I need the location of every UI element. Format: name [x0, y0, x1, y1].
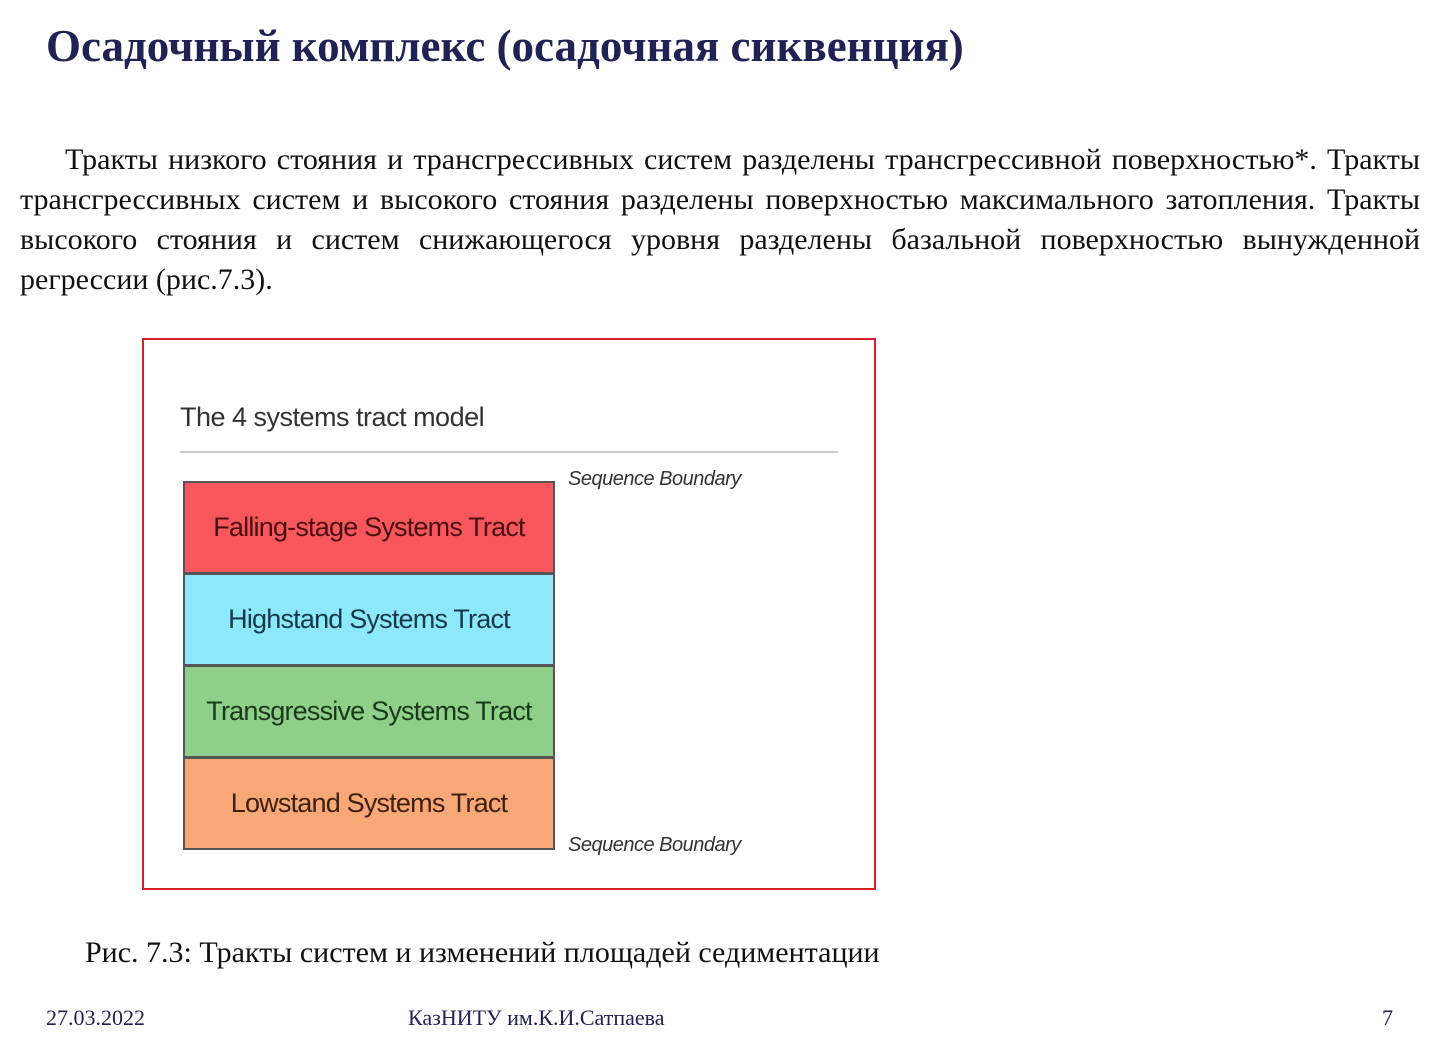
figure-systems-tract-model: The 4 systems tract model Sequence Bound… — [142, 338, 876, 890]
footer-organization: КазНИТУ им.К.И.Сатпаева — [408, 1005, 665, 1030]
slide-title: Осадочный комплекс (осадочная сиквенция) — [46, 21, 964, 71]
tract-stack: Falling-stage Systems Tract Highstand Sy… — [183, 481, 555, 850]
figure-caption: Рис. 7.3: Тракты систем и изменений площ… — [85, 936, 880, 969]
figure-title: The 4 systems tract model — [180, 402, 485, 432]
figure-divider — [180, 451, 838, 453]
tract-highstand: Highstand Systems Tract — [183, 574, 555, 666]
page-number: 7 — [1382, 1005, 1393, 1030]
footer-date: 27.03.2022 — [46, 1005, 145, 1030]
tract-falling-stage: Falling-stage Systems Tract — [183, 481, 555, 574]
tract-lowstand: Lowstand Systems Tract — [183, 758, 555, 850]
sequence-boundary-bottom: Sequence Boundary — [568, 834, 741, 856]
tract-transgressive: Transgressive Systems Tract — [183, 666, 555, 758]
sequence-boundary-top: Sequence Boundary — [568, 468, 741, 490]
body-paragraph: Тракты низкого стояния и трансгрессивных… — [20, 143, 1420, 296]
